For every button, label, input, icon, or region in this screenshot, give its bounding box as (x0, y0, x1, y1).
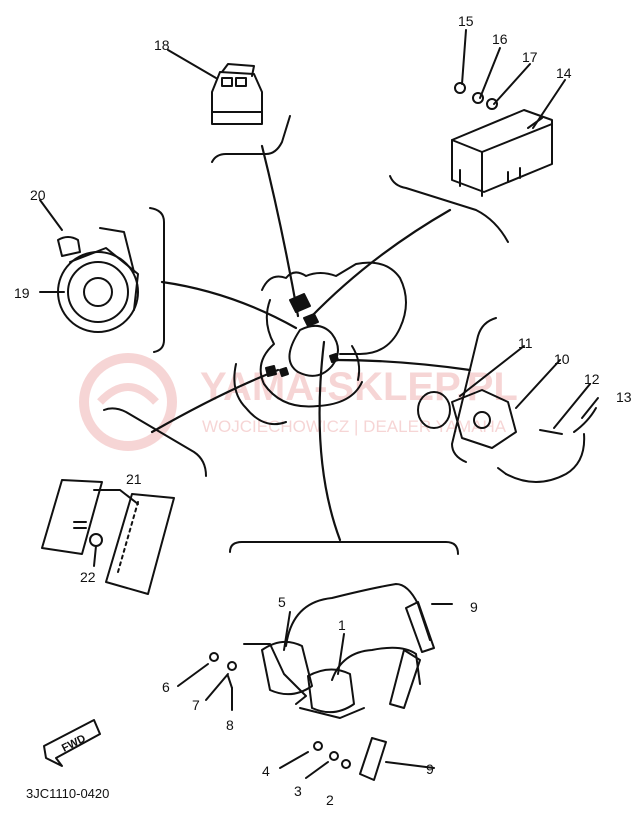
callout-4: 4 (262, 763, 270, 779)
reflector-part (41, 479, 175, 595)
watermark-subtitle: WOJCIECHOWICZ | DEALER YAMAHA (202, 417, 507, 436)
callout-18: 18 (154, 37, 170, 53)
callout-21: 21 (126, 471, 142, 487)
leader-horn (160, 280, 298, 330)
horn-part (39, 199, 139, 333)
callout-6: 6 (162, 679, 170, 695)
bracket-horn (149, 207, 165, 353)
bracket-cdi (389, 175, 509, 243)
callout-2: 2 (326, 792, 334, 808)
callout-15: 15 (458, 13, 474, 29)
callout-13: 13 (616, 389, 632, 405)
leader-relay (260, 144, 300, 318)
callout-numbers: 1 2 3 4 5 6 7 8 9 9 10 11 12 13 14 15 16… (14, 13, 632, 808)
callout-7: 7 (192, 697, 200, 713)
ignition-coil-part (177, 583, 453, 781)
callout-10: 10 (554, 351, 570, 367)
callout-22: 22 (80, 569, 96, 585)
bracket-sensor (451, 317, 497, 463)
callout-5: 5 (278, 594, 286, 610)
forward-arrow-icon (43, 719, 101, 767)
callout-16: 16 (492, 31, 508, 47)
leader-sensor (334, 358, 472, 372)
callout-17: 17 (522, 49, 538, 65)
callout-9-upper: 9 (470, 599, 478, 615)
callout-9-lower: 9 (426, 761, 434, 777)
callout-19: 19 (14, 285, 30, 301)
callout-14: 14 (556, 65, 572, 81)
bracket-coil (229, 541, 459, 555)
watermark-logo (79, 353, 177, 451)
bracket-reflector (103, 407, 207, 477)
callout-20: 20 (30, 187, 46, 203)
callout-1: 1 (338, 617, 346, 633)
leader-lines (150, 144, 472, 542)
callout-11: 11 (518, 335, 533, 351)
leader-reflector (150, 368, 280, 434)
drawing-code: 3JC1110-0420 (26, 786, 109, 801)
sensor-part (417, 345, 599, 483)
callout-12: 12 (584, 371, 600, 387)
callout-8: 8 (226, 717, 234, 733)
leader-coil (318, 340, 342, 542)
cdi-unit-part (451, 29, 566, 197)
relay-part (167, 49, 263, 125)
callout-3: 3 (294, 783, 302, 799)
bracket-relay (211, 115, 291, 163)
leader-cdi (308, 208, 452, 320)
